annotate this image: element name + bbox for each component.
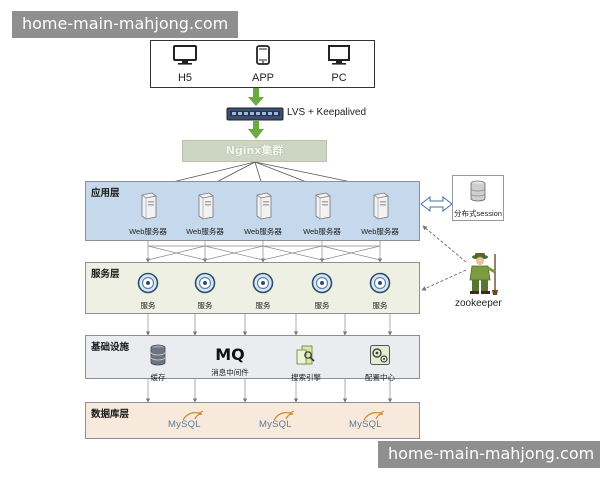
session-label: 分布式session [454,209,502,218]
nginx-cluster-box: Nginx集群 [182,140,327,162]
message-queue-node: MQ 消息中间件 [200,344,260,378]
zookeeper-icon [469,253,498,295]
node-label: 服务 [255,301,271,310]
server-icon [141,192,157,220]
service-icon [194,272,216,294]
database-icon [150,344,166,366]
mysql-label: MySQL [168,419,201,430]
nginx-cluster-label: Nginx集群 [225,144,284,157]
lvs-label: LVS + Keepalived [287,107,367,118]
desktop-icon [328,45,350,65]
service-node: 服务 [350,272,410,311]
server-icon [315,192,331,220]
client-app: APP [243,45,283,84]
service-node: 服务 [118,272,178,311]
monitor-icon [173,45,197,65]
dolphin-icon [182,410,204,421]
service-node: 服务 [175,272,235,311]
web-server-node: Web服务器 [233,192,293,237]
node-label: Web服务器 [186,227,224,236]
infrastructure-layer: 基础设施 [85,335,420,379]
distributed-session-box: 分布式session [452,175,504,221]
client-label: H5 [177,72,193,84]
node-label: 服务 [140,301,156,310]
web-server-node: Web服务器 [118,192,178,237]
search-engine-node: 搜索引擎 [276,344,336,383]
node-label: 服务 [372,301,388,310]
clients-box: H5 APP PC [150,40,375,88]
green-arrow-clients-to-lvs [248,88,264,106]
application-layer: 应用层 [85,181,420,241]
service-to-infra-lines [145,314,393,336]
node-label: Web服务器 [303,227,341,236]
service-icon [137,272,159,294]
node-label: 服务 [314,301,330,310]
web-server-node: Web服务器 [292,192,352,237]
layer-title: 应用层 [91,188,120,199]
service-icon [369,272,391,294]
session-double-arrow [420,195,453,213]
config-icon [370,345,390,365]
switch-icon [226,107,284,121]
mq-mark: MQ [215,345,245,364]
green-arrow-lvs-to-nginx [248,121,264,139]
service-icon [252,272,274,294]
node-label: 缓存 [150,373,166,382]
node-label: Web服务器 [361,227,399,236]
dolphin-icon [363,410,385,421]
zookeeper-label: zookeeper [455,298,502,309]
database-layer: 数据库层 [85,402,420,439]
layer-title: 基础设施 [91,342,130,353]
app-to-service-lines [145,241,383,263]
client-pc: PC [319,45,359,84]
mysql-node: MySQL [257,410,305,432]
node-label: Web服务器 [129,227,167,236]
web-server-node: Web服务器 [350,192,410,237]
mysql-node: MySQL [347,410,395,432]
zookeeper-dashed-links [421,225,467,291]
mq-icon: MQ [200,344,260,366]
client-h5: H5 [165,45,205,84]
mysql-node: MySQL [166,410,214,432]
layer-title: 数据库层 [91,409,130,420]
phone-icon [256,45,270,65]
server-icon [256,192,272,220]
service-node: 服务 [233,272,293,311]
cache-node: 缓存 [128,344,188,383]
node-label: Web服务器 [244,227,282,236]
server-icon [198,192,214,220]
watermark-top: home-main-mahjong.com [12,11,239,38]
mysql-label: MySQL [349,419,382,430]
node-label: 配置中心 [365,373,395,382]
node-label: 服务 [197,301,213,310]
config-center-node: 配置中心 [350,344,410,383]
dolphin-icon [273,410,295,421]
client-label: APP [251,72,274,84]
layer-title: 服务层 [91,269,120,280]
node-label: 消息中间件 [211,368,249,377]
mysql-label: MySQL [259,419,292,430]
client-label: PC [331,72,347,84]
watermark-bottom: home-main-mahjong.com [378,441,600,468]
service-icon [311,272,333,294]
service-node: 服务 [292,272,352,311]
database-icon [470,180,486,202]
server-icon [373,192,389,220]
search-engine-icon [296,345,315,365]
web-server-node: Web服务器 [175,192,235,237]
node-label: 搜索引擎 [291,373,321,382]
